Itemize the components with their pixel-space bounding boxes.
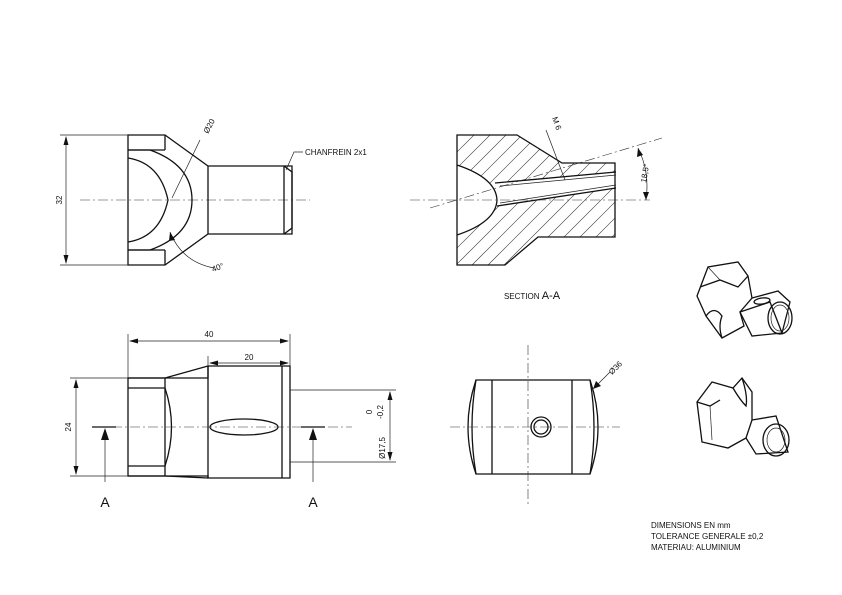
iso-block-outline — [696, 376, 753, 449]
front-view: 32 Ø20 CHANFREIN 2x1 40° — [55, 117, 367, 274]
iso-shaft-edge — [751, 290, 791, 334]
thread-dim-line — [545, 129, 566, 181]
dim-text-angle-40: 40° — [211, 261, 225, 274]
dim-arrow — [73, 466, 79, 475]
top-view: 40 20 24 Ø17,5 0 -0,2 A A — [64, 330, 396, 510]
front-view-cradle-outer — [128, 149, 193, 251]
thread-hole-edge — [494, 171, 617, 184]
iso-shaft-end — [762, 423, 790, 457]
iso-shaft-body — [739, 301, 783, 337]
dim-text-24: 24 — [64, 422, 73, 431]
section-marker-arrow-icon — [101, 428, 109, 440]
iso-shaft-body — [745, 415, 789, 455]
dim-arrow — [169, 232, 175, 241]
dim-arrow — [643, 192, 649, 200]
section-view: M 6 18,5° SECTION A-A — [410, 116, 663, 302]
angle-40-arc — [169, 231, 215, 269]
iso-block-edge — [699, 275, 749, 288]
section-title-prefix: SECTION — [504, 292, 542, 301]
iso-block-edge — [696, 399, 721, 407]
thread-axis — [429, 137, 663, 209]
thread-hole-edge — [496, 187, 617, 207]
iso-block-edge — [707, 266, 721, 281]
dim-text-dia-20: Ø20 — [202, 117, 217, 135]
iso-block-outline — [696, 261, 753, 339]
dim-arrow — [73, 379, 79, 388]
dim-text-thread: M 6 — [550, 116, 563, 132]
isometric-view-bottom — [696, 376, 790, 457]
top-view-outline — [127, 365, 291, 479]
section-marker-arrow-icon — [309, 428, 317, 440]
chamfer-note: CHANFREIN 2x1 — [305, 148, 367, 157]
dim-text-40: 40 — [205, 330, 214, 339]
iso-block-cradle — [732, 377, 748, 408]
dim-arrow — [209, 360, 218, 366]
dim-tolerance-lower: -0,2 — [376, 405, 385, 419]
dim-tolerance-upper: 0 — [365, 409, 374, 414]
dia-20-leader — [171, 139, 201, 199]
front-view-outline — [127, 134, 293, 266]
iso-shaft-slot — [753, 297, 771, 305]
dim-arrow — [387, 391, 393, 400]
isometric-view-top — [696, 261, 793, 339]
note-tolerance: TOLERANCE GENERALE ±0,2 — [651, 532, 764, 541]
dim-text-32: 32 — [55, 195, 64, 204]
section-title-name: A-A — [542, 290, 561, 302]
dim-text-angle-18-5: 18,5° — [639, 163, 651, 183]
dim-arrow — [280, 338, 289, 344]
section-outline — [456, 134, 616, 266]
note-material: MATERIAU: ALUMINIUM — [651, 543, 741, 552]
iso-shaft-chamfer — [766, 427, 786, 453]
dim-arrow — [63, 255, 69, 264]
dim-arrow — [593, 381, 601, 389]
front-view-cradle-inner — [127, 157, 169, 243]
dim-arrow — [280, 360, 289, 366]
iso-block-edge — [709, 405, 713, 441]
dim-text-20: 20 — [245, 353, 254, 362]
end-view: Ø36 — [450, 345, 624, 505]
dim-arrow — [129, 338, 138, 344]
note-units: DIMENSIONS EN mm — [651, 521, 731, 530]
chamfer-leader — [285, 151, 303, 171]
iso-shaft-chamfer — [770, 304, 790, 332]
section-marker-left: A — [100, 494, 110, 510]
iso-block-cradle — [705, 309, 723, 339]
dim-text-dia-36: Ø36 — [607, 359, 624, 376]
drawing-notes: DIMENSIONS EN mm TOLERANCE GENERALE ±0,2… — [651, 520, 763, 553]
dim-arrow — [387, 452, 393, 461]
thread-minor-line — [499, 174, 617, 187]
dim-text-dia-17-5: Ø17,5 — [378, 437, 387, 459]
iso-shaft-end — [767, 301, 793, 335]
front-view-chamfer — [283, 165, 293, 235]
section-marker-right: A — [308, 494, 318, 510]
dim-arrow — [63, 136, 69, 145]
dim-arrow — [637, 148, 643, 157]
top-view-edge — [128, 365, 209, 379]
section-title: SECTION A-A — [504, 290, 561, 302]
